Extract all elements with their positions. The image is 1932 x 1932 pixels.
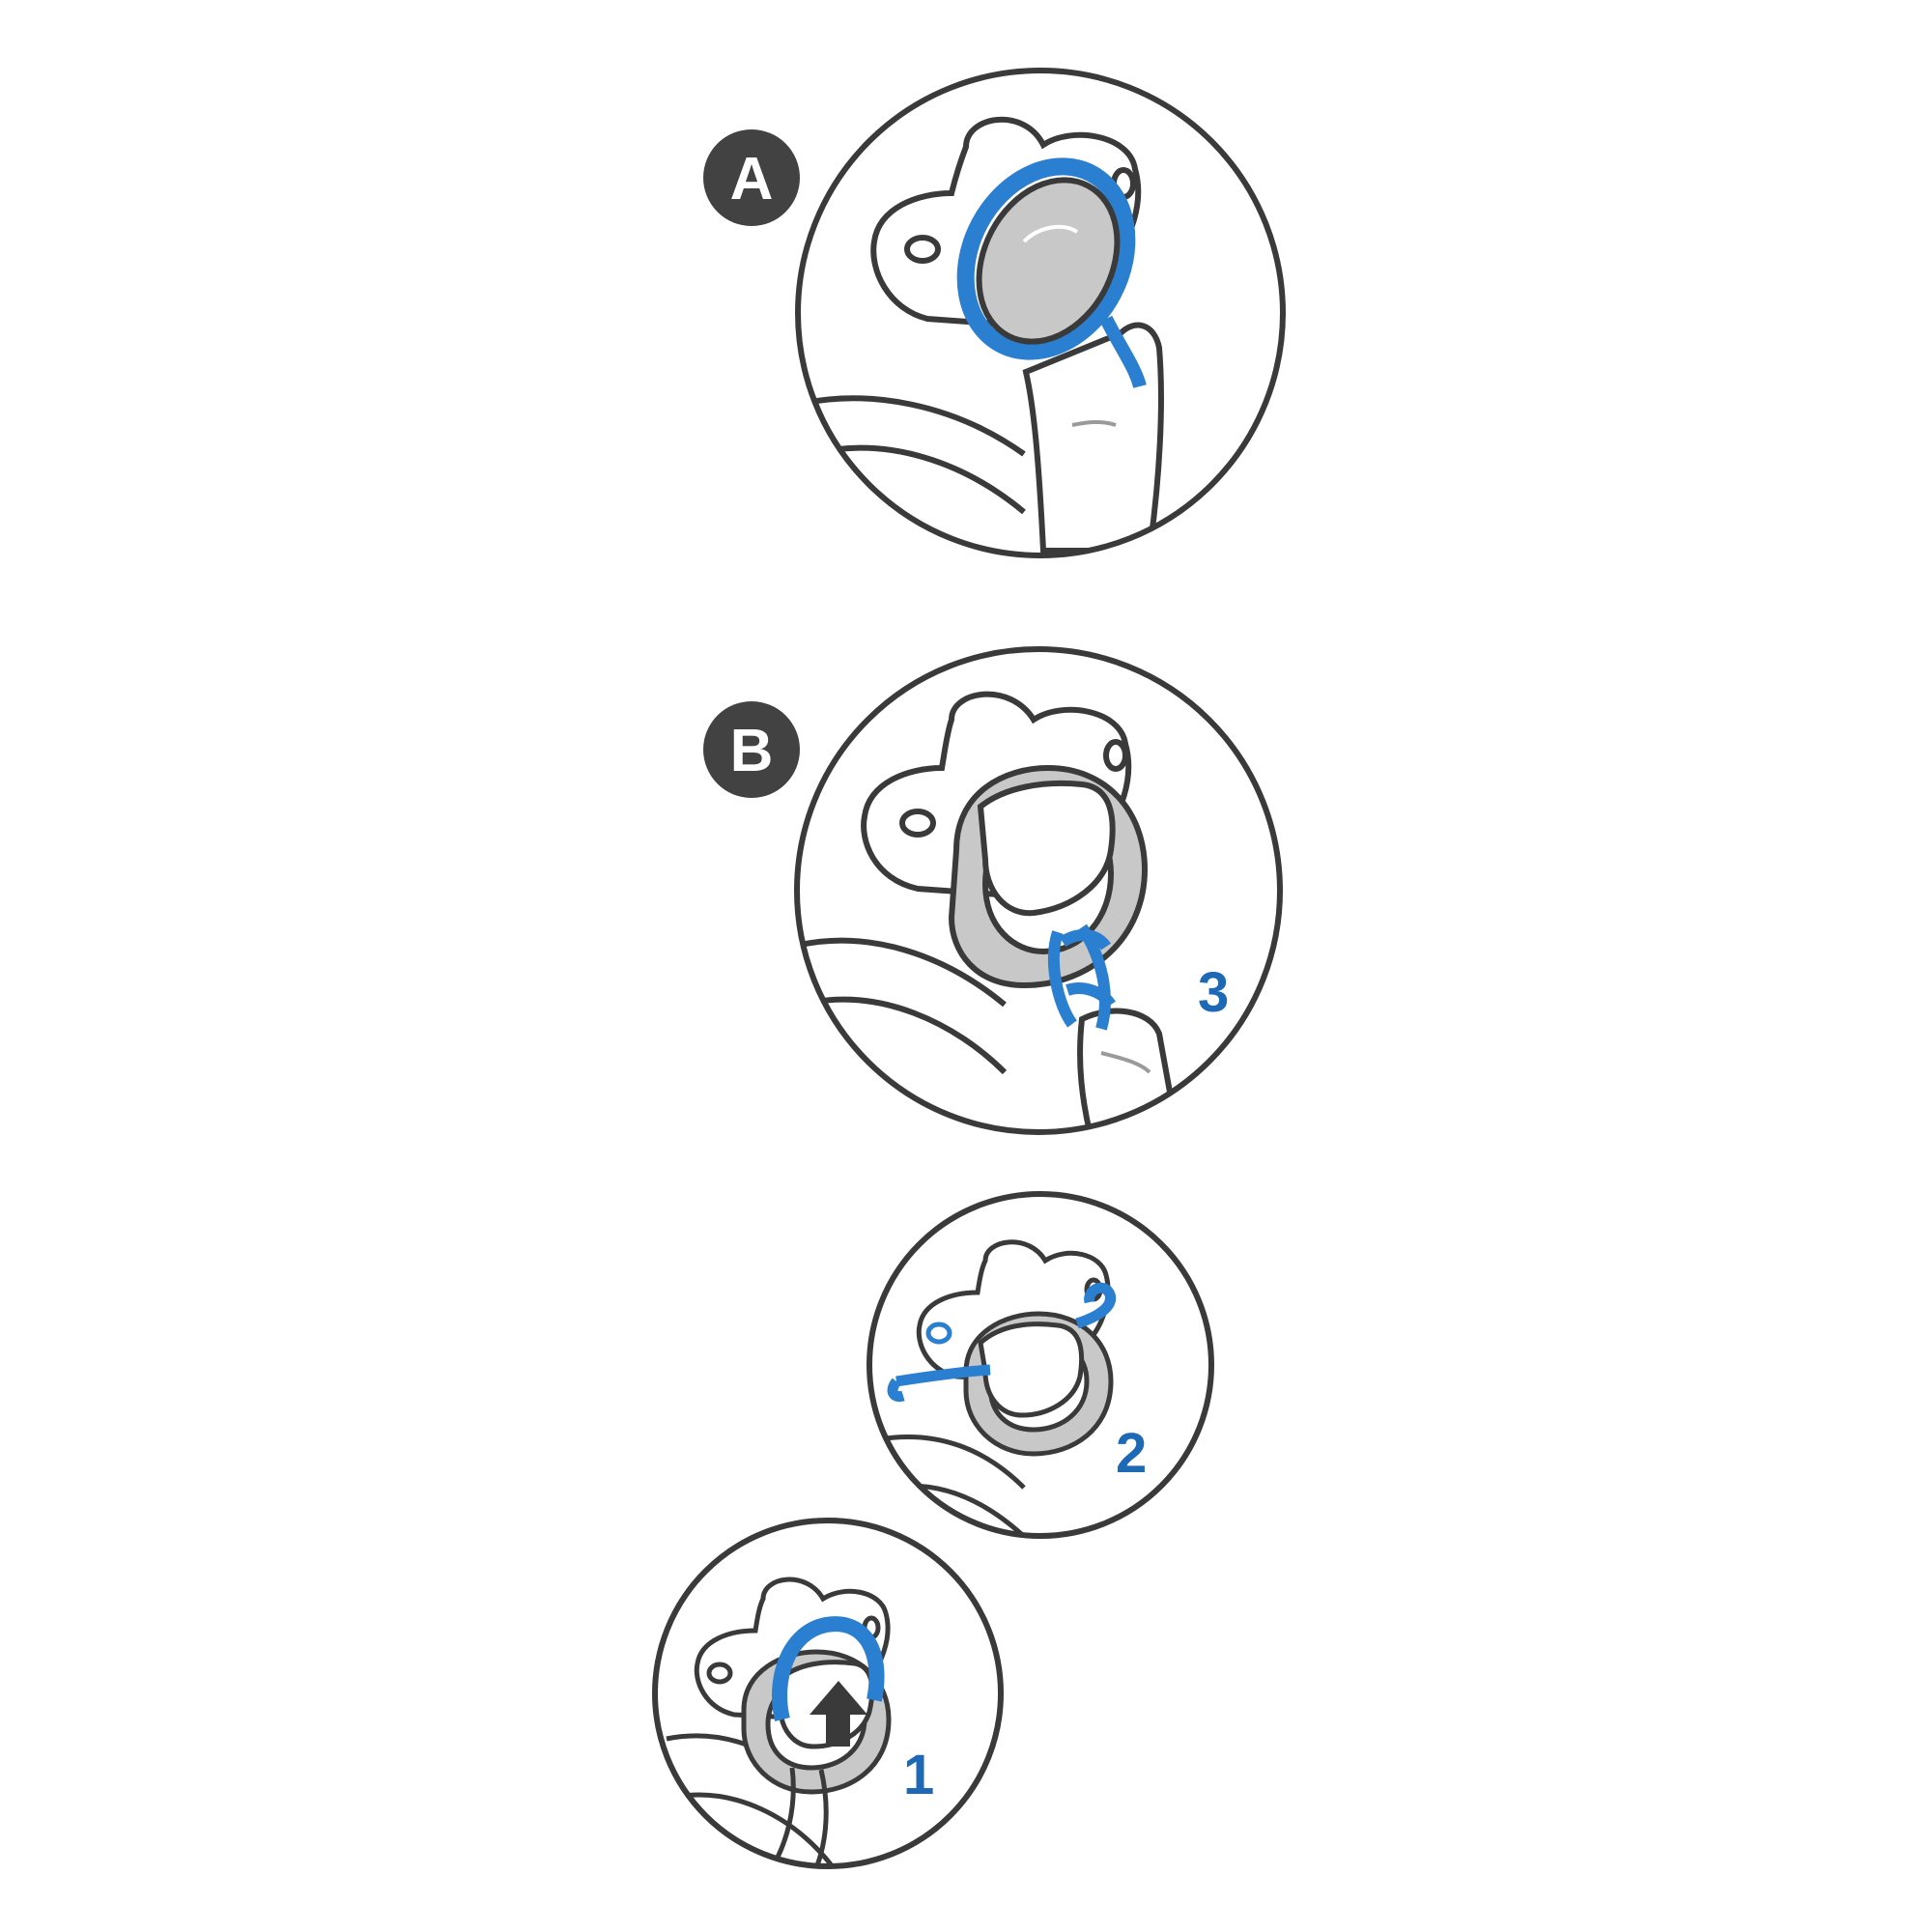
clip-icon: [1077, 1008, 1182, 1132]
badge-a-label: A: [730, 146, 774, 213]
panel-d-frame: [652, 1518, 1004, 1869]
panel-c-frame: [867, 1191, 1214, 1539]
badge-b-label: B: [730, 718, 774, 784]
panel-d: 1: [652, 1518, 1004, 1869]
blue-cord-end: [887, 1378, 905, 1403]
panel-c-illustration: [878, 1239, 1117, 1536]
strap-fold: [1071, 420, 1117, 427]
blue-cord: [895, 1282, 1117, 1387]
panel-a-illustration: [798, 117, 1164, 554]
panel-a: A: [703, 68, 1286, 558]
arrow-up-icon: [810, 1681, 867, 1747]
button-shine: [1022, 224, 1079, 243]
panel-a-frame: [795, 68, 1286, 558]
panel-b: B 3: [703, 646, 1283, 1135]
bib-line: [675, 1792, 833, 1866]
badge-a: A: [703, 129, 800, 226]
blue-loops: [1047, 923, 1116, 1031]
pacifier-nipple: [978, 1321, 1085, 1418]
panel-d-illustration: [666, 1577, 892, 1866]
blue-loop: [772, 1616, 885, 1721]
step-label-1: 1: [903, 1744, 934, 1806]
step-label-2: 2: [1116, 1422, 1147, 1485]
step-label-3: 3: [1198, 961, 1229, 1024]
blue-strap: [1099, 315, 1147, 388]
bib-line: [878, 1435, 1026, 1490]
panel-b-frame: [794, 646, 1283, 1135]
clip-icon: [1022, 322, 1164, 554]
panel-c: 2: [867, 1191, 1214, 1539]
bib-line: [797, 937, 1007, 1008]
ring-icon: [956, 157, 1136, 360]
bib-line: [798, 395, 1026, 457]
badge-b: B: [703, 701, 800, 798]
strap-fold: [1100, 1051, 1151, 1074]
panel-b-illustration: [797, 691, 1182, 1132]
gray-button: [976, 177, 1121, 345]
pacifier-nipple: [977, 780, 1116, 917]
badge-b-circle: [703, 701, 800, 798]
badge-a-circle: [703, 129, 800, 226]
bib-line: [801, 996, 1008, 1075]
